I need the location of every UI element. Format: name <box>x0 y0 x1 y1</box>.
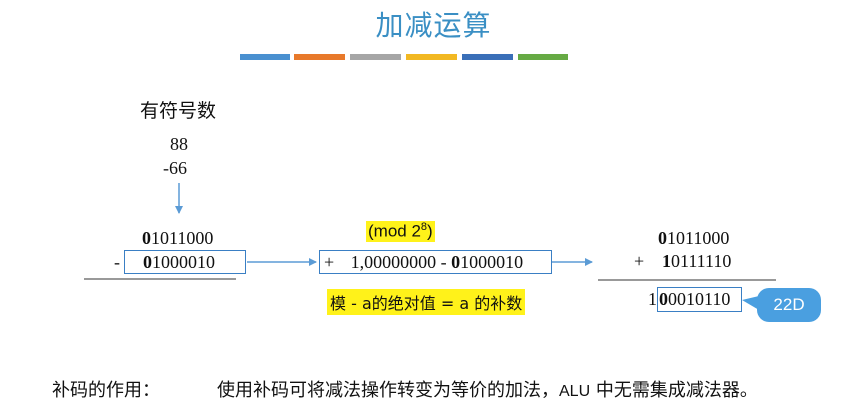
color-bar-2 <box>294 54 345 60</box>
left-minus: - <box>114 252 120 272</box>
signed-label: 有符号数 <box>140 100 217 122</box>
footer-text-pre: 使用补码可将减法操作转变为等价的加法， <box>217 380 559 401</box>
color-bar-1 <box>240 54 290 60</box>
left-row2-lead: 0 <box>143 252 152 272</box>
mod-label: (mod 28) <box>366 221 435 242</box>
mod-exponent: 8 <box>420 221 428 233</box>
mod-text: (mod 2 <box>368 221 421 241</box>
left-row1: 01011000 <box>142 228 213 249</box>
right-row2-lead: 1 <box>662 251 671 271</box>
right-plus: + <box>634 251 645 271</box>
right-row2-rest: 0111110 <box>671 251 732 271</box>
page-title: 加减运算 <box>375 9 492 42</box>
right-row1-rest: 1011000 <box>667 228 730 248</box>
value-a: 88 <box>170 134 188 154</box>
result-box: 00010110 <box>657 287 742 312</box>
middle-expr-lead: 0 <box>451 252 461 272</box>
footer-text-post: 中无需集成减法器。 <box>590 380 758 401</box>
footer-label: 补码的作用： <box>52 380 160 401</box>
left-row1-rest: 1011000 <box>151 228 214 248</box>
middle-expr-rest: 1000010 <box>460 252 524 272</box>
middle-expr-pre: 1,00000000 - <box>350 252 452 272</box>
right-row1: 01011000 <box>658 228 729 249</box>
footer-text: 使用补码可将减法操作转变为等价的加法，ALU 中无需集成减法器。 <box>217 376 758 402</box>
color-bar-6 <box>518 54 568 60</box>
left-row2-rest: 1000010 <box>152 252 215 272</box>
result-decimal-bubble: 22D <box>757 288 821 322</box>
value-b: -66 <box>163 158 187 178</box>
footer-alu: ALU <box>559 383 591 400</box>
result-lead: 0 <box>659 289 668 309</box>
right-row1-lead: 0 <box>658 228 667 248</box>
left-subtrahend-box: 01000010 <box>124 250 246 274</box>
complement-note: 模 - a的绝对值 = a 的补数 <box>327 289 526 315</box>
left-row1-lead: 0 <box>142 228 151 248</box>
middle-expression-box: + 1,00000000 - 01000010 <box>319 250 552 274</box>
color-bar-5 <box>462 54 513 60</box>
right-row2: 10111110 <box>662 251 731 272</box>
result-carry: 1 <box>648 289 657 309</box>
color-bar-4 <box>406 54 457 60</box>
bubble-pointer <box>742 296 759 310</box>
result-rest: 0010110 <box>668 289 731 309</box>
middle-plus: + <box>324 252 335 272</box>
color-bar-3 <box>350 54 401 60</box>
mod-close: ) <box>427 221 433 241</box>
